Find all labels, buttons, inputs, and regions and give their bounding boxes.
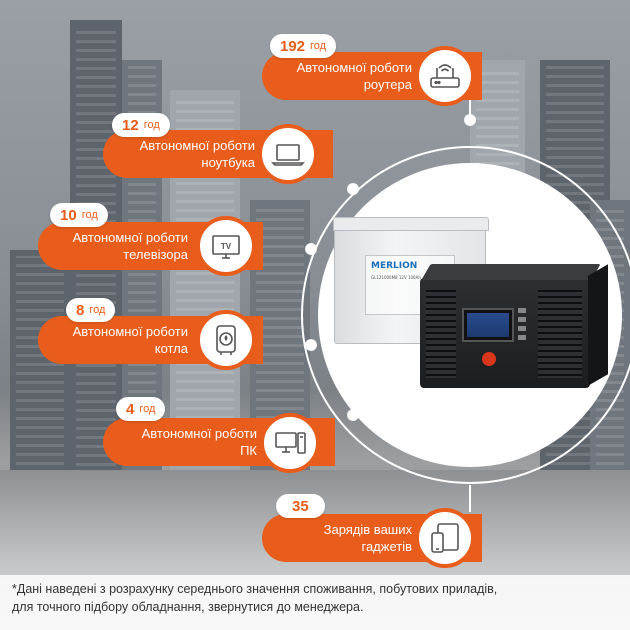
boiler-icon	[196, 310, 256, 370]
connector-dot	[465, 455, 475, 465]
item-value: 4	[126, 400, 135, 418]
item-value: 8	[76, 301, 85, 319]
item-line2: телевізора	[123, 247, 188, 262]
router-icon	[415, 46, 475, 106]
building	[10, 250, 70, 480]
connector-dot	[306, 340, 316, 350]
item-line1: Автономної роботи	[296, 60, 412, 75]
battery-model: GL121000M8 12V 100Ah	[371, 275, 421, 280]
item-value: 192	[280, 37, 306, 55]
connector-dot	[465, 115, 475, 125]
tv-icon-label: TV	[221, 242, 232, 251]
item-line1: Автономної роботи	[139, 138, 255, 153]
tv-icon: TV	[196, 216, 256, 276]
laptop-icon	[258, 124, 318, 184]
item-unit: год	[143, 119, 160, 131]
item-value: 10	[60, 206, 77, 224]
footnote-line2: для точного підбору обладнання, звернути…	[12, 600, 364, 614]
inverter-logo	[482, 352, 496, 366]
battery-brand: MERLION	[371, 261, 418, 271]
item-badge: 12 год	[112, 113, 170, 137]
item-line2: роутера	[363, 77, 412, 92]
item-unit: год	[89, 304, 106, 316]
connector-dot	[348, 184, 358, 194]
gadgets-icon	[415, 508, 475, 568]
item-line1: Автономної роботи	[72, 324, 188, 339]
pc-icon	[260, 413, 320, 473]
item-line2: ПК	[240, 443, 257, 458]
connector-dot	[348, 410, 358, 420]
item-unit: год	[310, 40, 327, 52]
item-badge: 8 год	[66, 298, 116, 322]
item-value: 12	[122, 116, 139, 134]
item-line1: Зарядів ваших	[323, 522, 412, 537]
item-badge: 10 год	[50, 203, 108, 227]
item-line2: гаджетів	[361, 539, 412, 554]
item-badge: 35	[276, 494, 325, 518]
footnote: *Дані наведені з розрахунку середнього з…	[12, 580, 622, 616]
item-line2: котла	[154, 341, 188, 356]
footnote-line1: *Дані наведені з розрахунку середнього з…	[12, 582, 498, 596]
inverter-image	[420, 264, 608, 388]
item-unit: год	[139, 403, 156, 415]
footer-band	[0, 575, 630, 630]
item-value: 35	[292, 497, 309, 515]
item-badge: 4 год	[116, 397, 166, 421]
connector-dot	[306, 244, 316, 254]
item-badge: 192 год	[270, 34, 337, 58]
item-unit: год	[81, 209, 98, 221]
item-line2: ноутбука	[201, 155, 255, 170]
item-line1: Автономної роботи	[141, 426, 257, 441]
item-line1: Автономної роботи	[72, 230, 188, 245]
